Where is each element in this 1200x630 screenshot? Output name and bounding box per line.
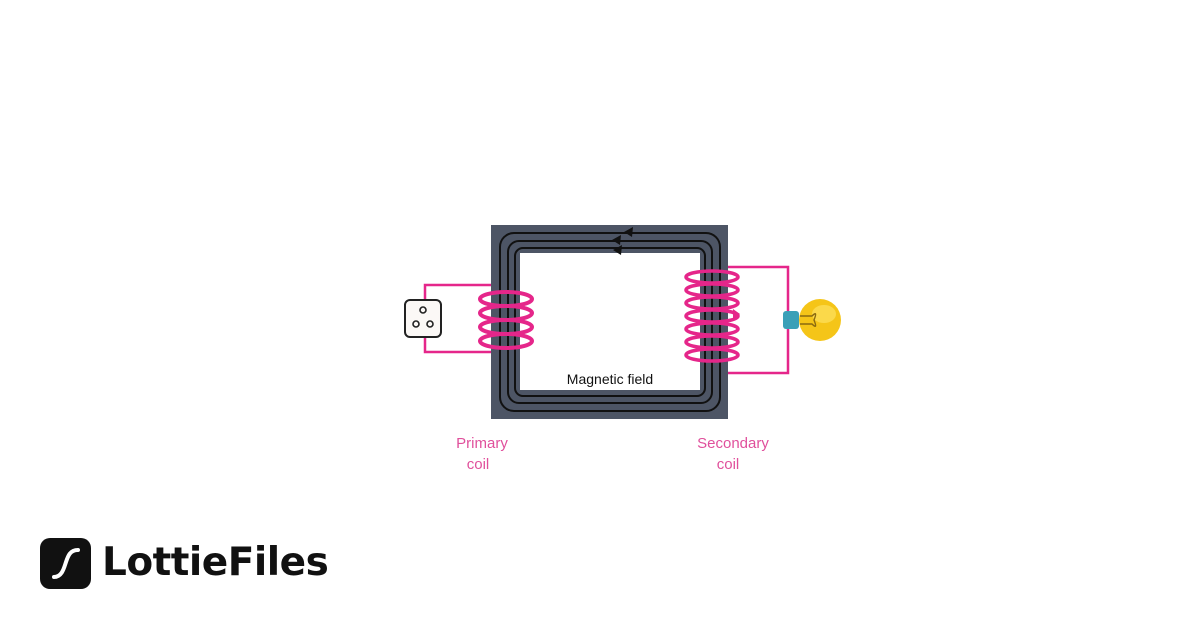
primary-coil <box>478 290 534 350</box>
core-window <box>520 253 700 390</box>
magnetic-field-label: Magnetic field <box>567 371 653 387</box>
socket-holes <box>412 306 434 328</box>
secondary-coil <box>684 269 740 363</box>
primary-coil-label-2: coil <box>467 456 490 473</box>
primary-coil-label: Primary <box>456 435 508 452</box>
light-bulb-icon <box>783 299 841 341</box>
lottiefiles-logo-icon <box>40 538 91 589</box>
power-socket-icon <box>404 299 442 338</box>
field-arrows-icon <box>612 227 633 255</box>
brand-name: LottieFiles <box>102 540 329 585</box>
secondary-coil-label: Secondary <box>697 435 769 452</box>
secondary-coil-label-2: coil <box>717 456 740 473</box>
